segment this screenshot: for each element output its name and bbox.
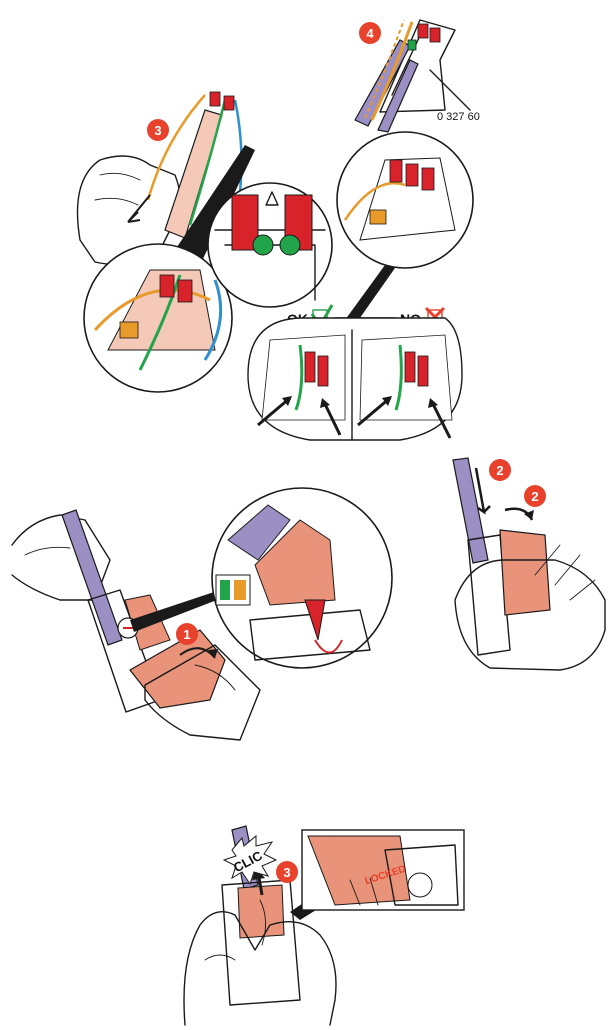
svg-text:1: 1 (183, 627, 190, 642)
bottom-section: CLIC 3 LOCKED (184, 826, 464, 1025)
top-section: 0 327 60 (78, 20, 480, 440)
clic-burst: CLIC (224, 836, 276, 884)
step-badge-2-first: 2 (489, 459, 511, 481)
svg-text:3: 3 (283, 865, 290, 880)
step-badge-4: 4 (359, 22, 381, 44)
middle-section: 1 2 2 (12, 458, 605, 740)
right-zoom-circle (337, 132, 473, 325)
connector-zoom-circle (212, 488, 392, 668)
svg-text:2: 2 (496, 463, 503, 478)
svg-text:3: 3 (154, 123, 161, 138)
svg-text:4: 4 (366, 26, 374, 41)
reference-number: 0 327 60 (437, 111, 480, 123)
blade-detail-circle (208, 183, 332, 307)
locked-detail-panel: LOCKED (290, 830, 464, 920)
step-badge-3-top: 3 (147, 119, 169, 141)
step-badge-3-bottom: 3 (276, 861, 298, 883)
ok-no-comparison: OK NO (248, 305, 462, 440)
step-badge-2-second: 2 (524, 485, 546, 507)
step-badge-1: 1 (176, 623, 198, 645)
svg-text:2: 2 (531, 489, 538, 504)
